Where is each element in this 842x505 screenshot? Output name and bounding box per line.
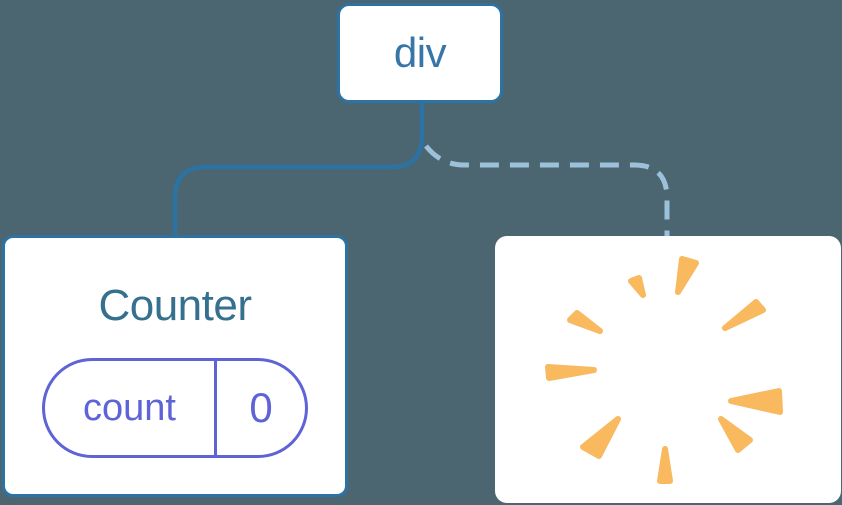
counter-card-title: Counter [98,281,252,330]
state-pill-name: count [45,361,217,455]
state-pill-value: 0 [249,384,273,431]
removed-component-card [495,236,841,503]
div-node-label: div [393,29,447,76]
counter-card: Counter count 0 [2,235,348,497]
state-pill: count 0 [42,358,308,458]
dashed-connector-line [424,144,670,238]
solid-connector-line [172,103,425,237]
poof-icon [545,256,783,484]
tree-node-div: div [337,3,503,103]
